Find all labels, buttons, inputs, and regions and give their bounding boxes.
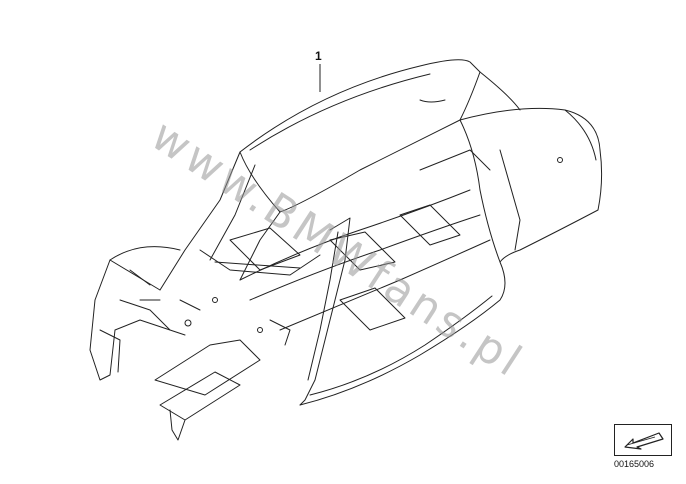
front-rail-left	[154, 339, 261, 396]
part-number-label: 1	[315, 49, 322, 63]
reference-code: 00165006	[614, 459, 655, 469]
dash-crossmember	[199, 249, 321, 276]
c-pillar	[459, 119, 501, 263]
b-pillar	[299, 217, 351, 406]
direction-arrow-icon	[624, 432, 664, 450]
navigation-arrow-box	[614, 424, 672, 456]
rear-quarter-panel	[459, 107, 603, 263]
floor-panel	[239, 189, 471, 281]
side-sill	[299, 261, 506, 406]
a-pillar	[159, 151, 241, 291]
front-structure	[89, 259, 186, 381]
